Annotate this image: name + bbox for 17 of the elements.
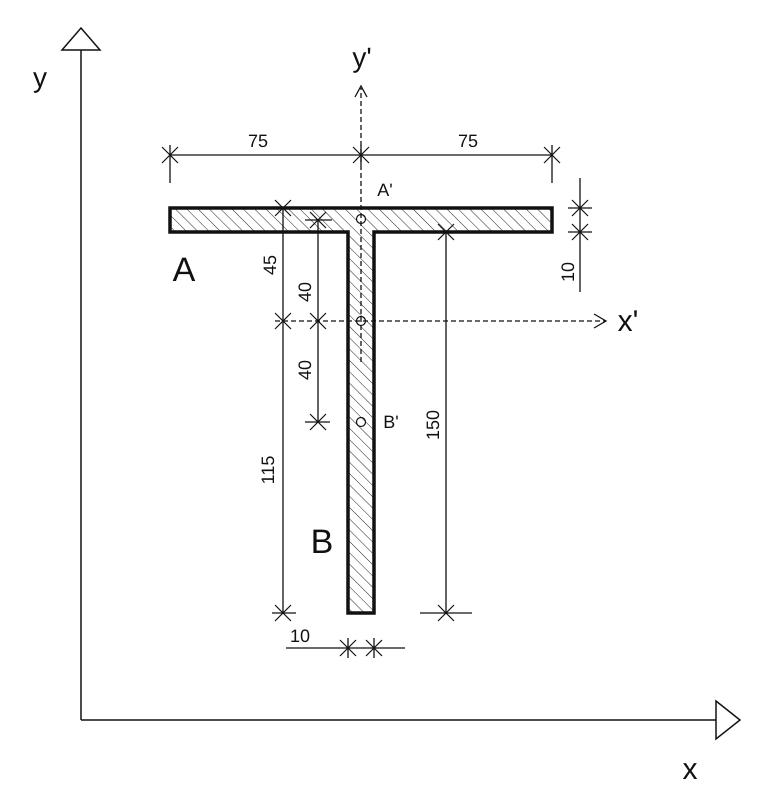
axis-label: x: [682, 755, 698, 785]
point-label: B': [383, 413, 399, 431]
dimension-value: 45: [261, 254, 279, 276]
dimension-value: 75: [458, 132, 478, 150]
axis-label: y: [33, 64, 47, 92]
point-label: A': [377, 181, 393, 199]
dimension-value: 10: [290, 627, 310, 645]
axis-label: y': [352, 44, 372, 72]
dimension-value: 150: [424, 410, 442, 440]
dimension-value: 40: [296, 282, 314, 302]
section-label: A: [172, 253, 196, 287]
axis-label: x': [618, 307, 638, 337]
dimension-value: 10: [559, 262, 577, 282]
dimension-value: 115: [259, 456, 277, 484]
section-label: B: [310, 525, 334, 559]
dimension-value: 40: [296, 360, 314, 380]
dimension-value: 75: [248, 132, 268, 150]
